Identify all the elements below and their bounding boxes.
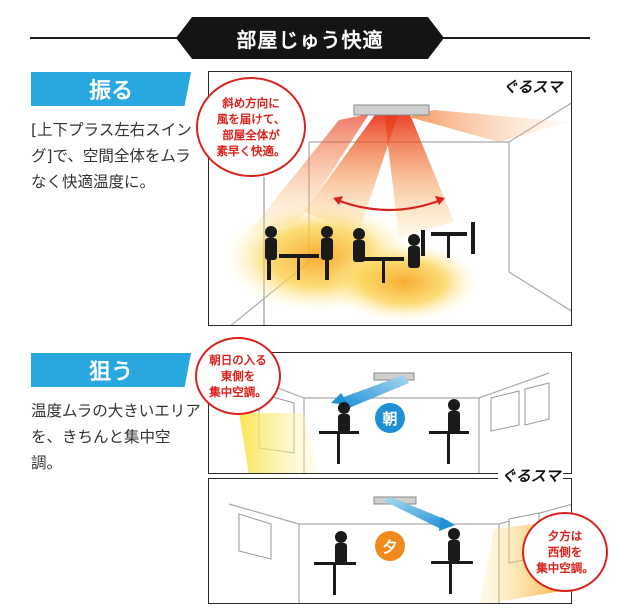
swing-callout-line-4: 素早く快適。	[216, 144, 286, 158]
evening-illustration: 夕	[208, 478, 572, 604]
section-description-swing: [上下プラス左右スイング]で、空間全体をムラなく快適温度に。	[31, 121, 192, 191]
swing-room-drawing	[224, 102, 571, 325]
swing-illustration: ぐるスマ	[208, 71, 572, 326]
morning-callout-line-3: 集中空調。	[209, 385, 267, 399]
brand-logo-secondary: ぐるスマ	[498, 465, 564, 486]
page-title: 部屋じゅう快適	[236, 27, 384, 52]
evening-callout-line-2: 西側を	[547, 545, 583, 559]
evening-callout-line-1: 夕方は	[547, 529, 583, 543]
badge-morning: 朝	[375, 403, 405, 433]
swing-callout-line-2: 風を届けて、	[216, 112, 286, 126]
brand-logo: ぐるスマ	[499, 76, 565, 97]
swing-callout: 斜め方向に 風を届けて、 部屋全体が 素早く快適。	[196, 77, 306, 177]
section-tag-target: 狙う	[31, 353, 191, 387]
evening-callout-line-3: 集中空調。	[536, 561, 594, 575]
morning-callout-line-1: 朝日の入る	[209, 353, 267, 367]
morning-callout: 朝日の入る 東側を 集中空調。	[195, 337, 281, 415]
header-banner: 部屋じゅう快適	[176, 17, 444, 59]
badge-evening: 夕	[375, 531, 405, 561]
swing-callout-line-1: 斜め方向に	[222, 96, 280, 110]
swing-callout-line-3: 部屋全体が	[222, 128, 280, 142]
section-description-target: 温度ムラの大きいエリアを、きちんと集中空調。	[31, 402, 201, 472]
section-tag-swing: 振る	[31, 72, 191, 106]
morning-room-drawing	[238, 372, 550, 473]
morning-callout-line-2: 東側を	[220, 369, 256, 383]
evening-callout: 夕方は 西側を 集中空調。	[522, 512, 608, 592]
